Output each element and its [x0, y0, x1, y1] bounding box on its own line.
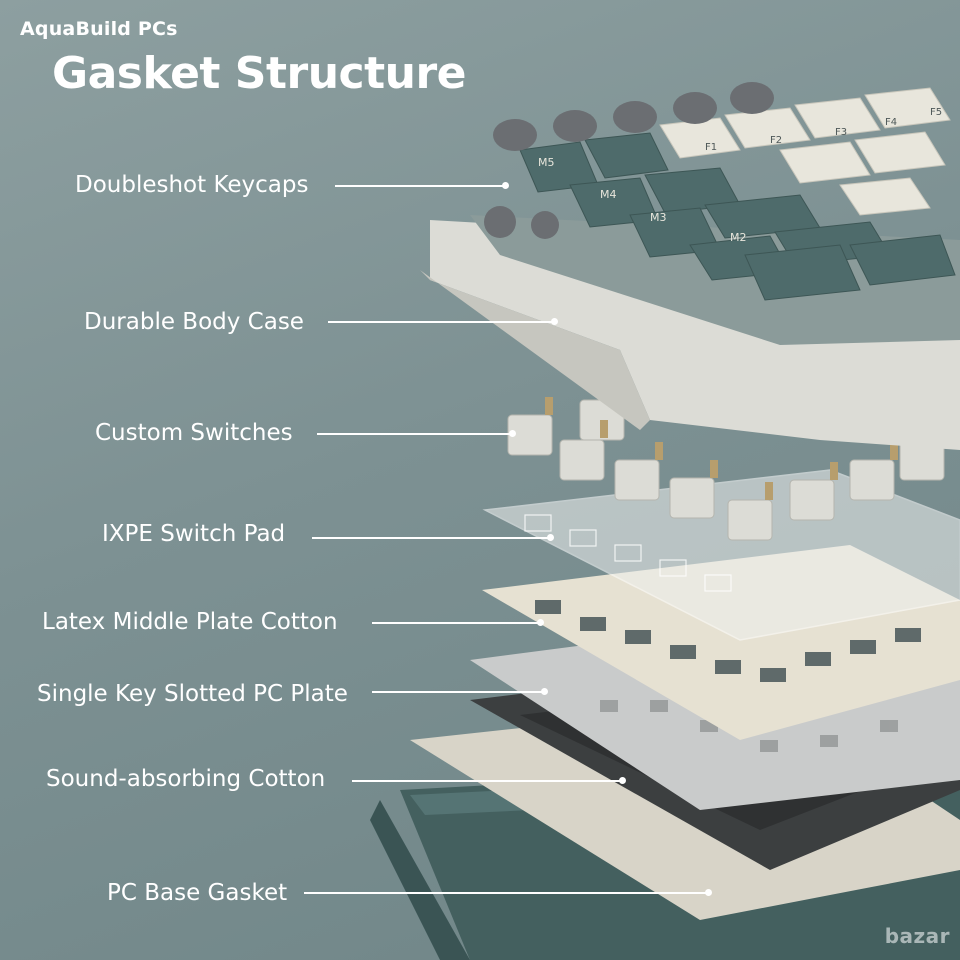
keycap-legend-f1: F1 [705, 142, 718, 153]
keycap-legend-f5: F5 [930, 107, 943, 118]
keycap-legend-m5: M5 [538, 156, 555, 169]
keycap-legend-m3: M3 [650, 211, 667, 224]
leader-dot-body-case [551, 318, 558, 325]
leader-dot-pc-plate [541, 688, 548, 695]
keycap-legend-m2: M2 [730, 231, 747, 244]
leader-line-base-gasket [304, 892, 708, 894]
leader-dot-sound-cotton [619, 777, 626, 784]
keycap-legend-f2: F2 [770, 135, 783, 146]
layer-label-body-case: Durable Body Case [84, 309, 304, 335]
leader-line-pc-plate [372, 691, 544, 693]
leader-dot-keycaps [502, 182, 509, 189]
keycap-legend-f4: F4 [885, 117, 898, 128]
page-title: Gasket Structure [52, 48, 467, 99]
leader-line-latex-cotton [372, 622, 540, 624]
leader-line-keycaps [335, 185, 505, 187]
brand-name: AquaBuild PCs [20, 18, 178, 40]
layer-label-pc-plate: Single Key Slotted PC Plate [37, 681, 348, 707]
keycap-legend-m4: M4 [600, 188, 617, 201]
layer-label-ixpe-pad: IXPE Switch Pad [102, 521, 286, 547]
leader-dot-switches [509, 430, 516, 437]
keycap-legend-f3: F3 [835, 127, 848, 138]
leader-dot-base-gasket [705, 889, 712, 896]
switches-illustration [507, 397, 945, 541]
watermark-logo: bazar [884, 924, 950, 948]
layer-label-keycaps: Doubleshot Keycaps [75, 172, 309, 198]
layer-label-switches: Custom Switches [95, 420, 293, 446]
ixpe-pad-illustration [482, 469, 960, 641]
leader-dot-latex-cotton [537, 619, 544, 626]
leader-line-ixpe-pad [312, 537, 550, 539]
leader-line-switches [317, 433, 512, 435]
leader-line-body-case [328, 321, 554, 323]
layer-label-sound-cotton: Sound-absorbing Cotton [46, 766, 326, 792]
leader-line-sound-cotton [352, 780, 622, 782]
layer-label-base-gasket: PC Base Gasket [107, 880, 288, 906]
layer-label-latex-cotton: Latex Middle Plate Cotton [42, 609, 338, 635]
leader-dot-ixpe-pad [547, 534, 554, 541]
keycaps-illustration [493, 82, 956, 301]
